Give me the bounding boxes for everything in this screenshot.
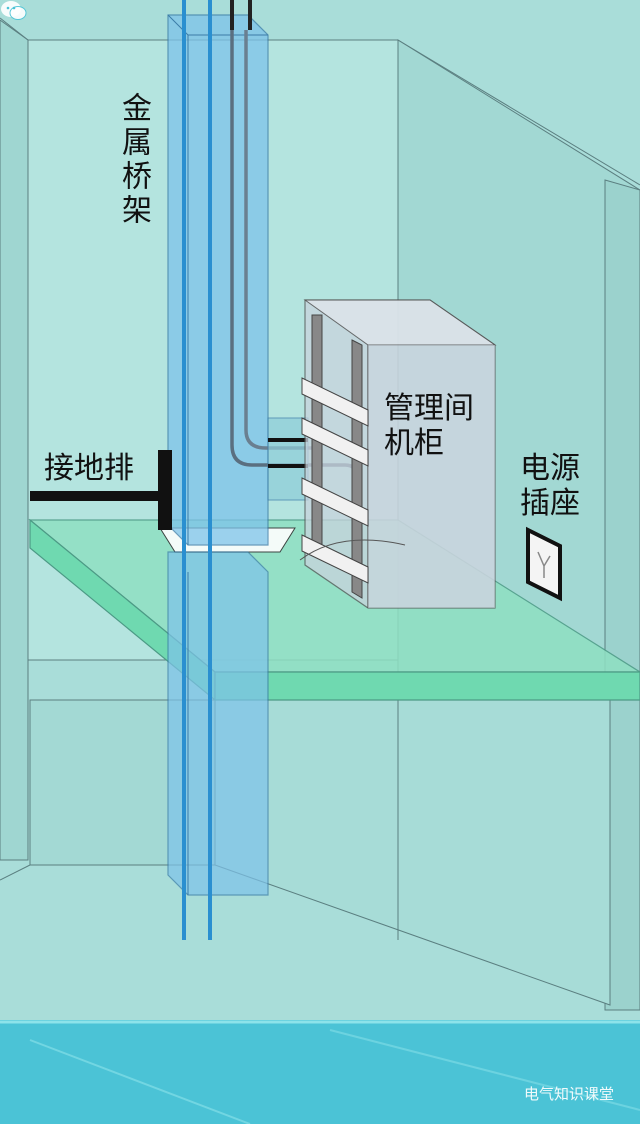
metal-cable-tray [167, 14, 269, 896]
grounding-bar-label: 接地排 [44, 451, 134, 486]
watermark-text: 电气知识课堂 [524, 1085, 615, 1103]
wechat-icon [1, 1, 27, 20]
grounding-bar [30, 450, 172, 530]
metal-tray-label: 金属桥架 [116, 92, 151, 228]
power-socket-label: 电源插座 [520, 451, 580, 521]
power-socket-icon [526, 526, 562, 602]
cabinet-label: 管理间机柜 [384, 391, 474, 461]
network-cabinet [299, 299, 497, 609]
floor-band [0, 1020, 640, 1124]
